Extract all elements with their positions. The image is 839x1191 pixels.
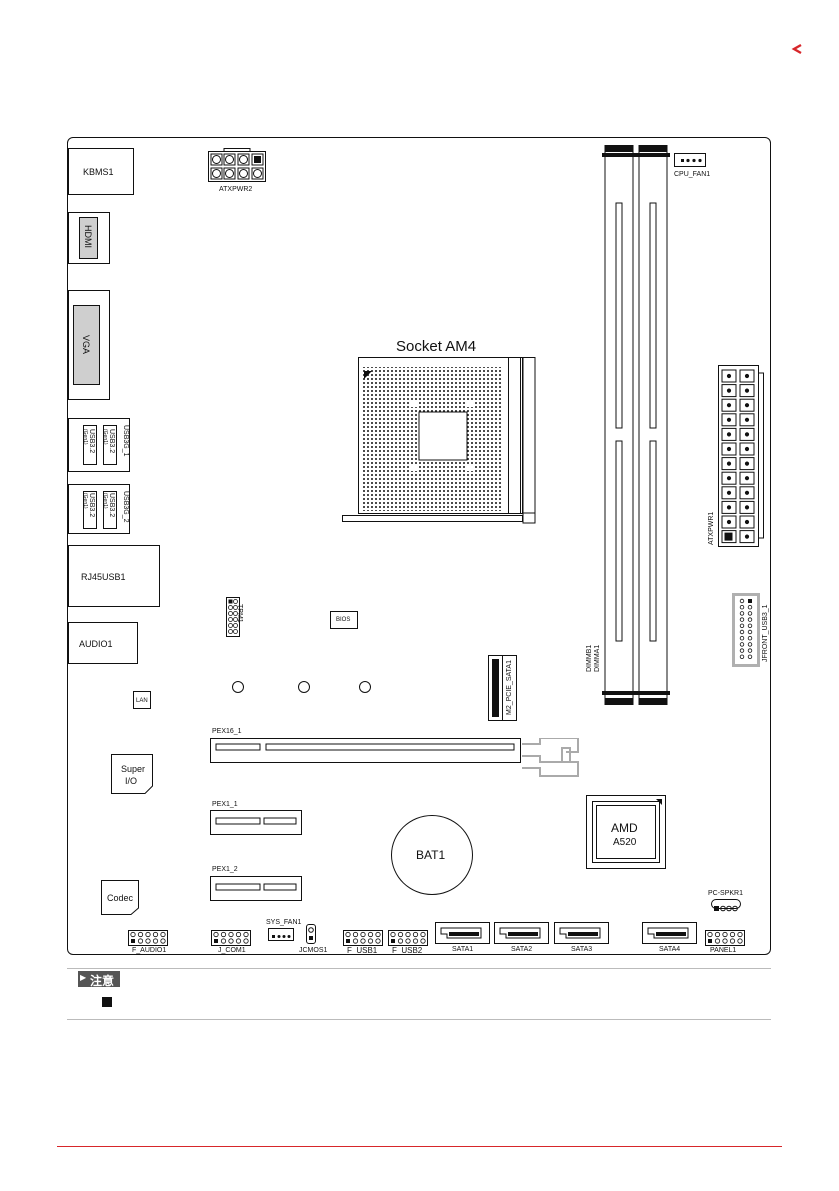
- f-usb2-label: F_USB2: [392, 946, 423, 955]
- dimm-a-label: DIMMA1: [594, 644, 601, 672]
- super-io-label-1: Super: [121, 764, 146, 774]
- square-bullet-icon: [102, 997, 112, 1007]
- back-chevron-icon[interactable]: [790, 42, 804, 56]
- atxpwr2-connector: [208, 148, 266, 182]
- cmos-battery: BAT1: [391, 815, 473, 895]
- j-com-header: [211, 930, 251, 946]
- mounting-hole-1: [232, 681, 244, 693]
- super-io-label-2: I/O: [125, 776, 138, 786]
- f-usb1-header: [343, 930, 383, 946]
- sys-fan-header: [268, 928, 294, 941]
- usb-group-2-label: USB3G_2: [122, 491, 129, 523]
- pcie-x1-slot-2: [210, 876, 302, 902]
- j-com-label: J_COM1: [218, 947, 246, 954]
- f-usb1-label: F_USB1: [347, 946, 378, 955]
- lan-chip: LAN: [133, 691, 151, 709]
- pcie-x16-slot: [210, 737, 590, 778]
- sata3-label: SATA3: [571, 946, 593, 953]
- vga-port: VGA: [68, 290, 110, 400]
- m2-label: M2_PCIE_SATA1: [506, 660, 513, 715]
- lan-label: LAN: [136, 698, 148, 704]
- usb-a1-sub: (Gen1): [82, 429, 88, 445]
- f-usb2-header: [388, 930, 428, 946]
- panel-header: [705, 930, 745, 946]
- mounting-hole-3: [359, 681, 371, 693]
- m2-slot: M2_PCIE_SATA1: [488, 655, 518, 721]
- usb-b2-sub: (Gen1): [102, 493, 108, 509]
- sata1-label: SATA1: [452, 946, 474, 953]
- atxpwr2-label: ATXPWR2: [219, 186, 253, 193]
- audio-port: AUDIO1: [68, 622, 138, 664]
- usb-b1-sub: (Gen1): [82, 493, 88, 509]
- usb-group-2: USB3.2 (Gen1) USB3.2 (Gen1) USB3G_2: [68, 484, 130, 534]
- pex1-2-label: PEX1_2: [212, 866, 238, 873]
- tpm-label: TPM1: [236, 604, 243, 623]
- chipset-brand: AMD: [611, 821, 638, 835]
- socket-label: Socket AM4: [396, 338, 477, 355]
- cpu-socket: [342, 357, 540, 525]
- footer-rule: [57, 1146, 782, 1147]
- rj45-label: RJ45USB1: [81, 572, 126, 582]
- battery-label: BAT1: [416, 848, 446, 862]
- chipset: AMD A520: [586, 795, 666, 869]
- jfront-usb3-header: [732, 593, 760, 667]
- jfront-label: JFRONT_USB3_1: [762, 604, 769, 662]
- hdmi-label: HDMI: [83, 225, 93, 248]
- super-io-chip: Super I/O: [111, 754, 153, 794]
- pcie-x1-slot-1: [210, 810, 302, 836]
- chipset-model: A520: [613, 837, 637, 848]
- sata1-port: [435, 922, 490, 944]
- tpm-header: [226, 597, 240, 637]
- pc-speaker-header: [711, 899, 741, 912]
- sata4-label: SATA4: [659, 946, 681, 953]
- jcmos-label: JCMOS1: [299, 947, 328, 954]
- dimm-b-label: DIMMB1: [586, 644, 593, 672]
- sys-fan-label: SYS_FAN1: [266, 919, 302, 926]
- usb-group-1: USB3.2 (Gen1) USB3.2 (Gen1) USB3G_1: [68, 418, 130, 472]
- kbms-label: KBMS1: [83, 167, 114, 177]
- note-arrow-icon: ▶: [80, 973, 87, 982]
- codec-label: Codec: [107, 893, 134, 903]
- note-title-badge: ▶ 注意: [78, 971, 120, 988]
- sata2-port: [494, 922, 549, 944]
- f-audio-header: [128, 930, 168, 946]
- motherboard-outline: [67, 137, 771, 955]
- sata4-port: [642, 922, 697, 944]
- mounting-hole-2: [298, 681, 310, 693]
- pex16-label: PEX16_1: [212, 728, 242, 735]
- usb-group-1-label: USB3G_1: [122, 425, 129, 457]
- rj45-usb-port: RJ45USB1: [68, 545, 160, 607]
- sata2-label: SATA2: [511, 946, 533, 953]
- audio-label: AUDIO1: [79, 639, 113, 649]
- hdmi-port: HDMI: [68, 212, 110, 264]
- cpu-fan-label: CPU_FAN1: [674, 171, 711, 178]
- sata3-port: [554, 922, 609, 944]
- atxpwr1-label: ATXPWR1: [708, 511, 715, 545]
- usb-a2-sub: (Gen1): [102, 429, 108, 445]
- bios-label: BIOS: [336, 617, 351, 623]
- atxpwr1-connector: [718, 365, 766, 547]
- pc-spkr-label: PC-SPKR1: [708, 890, 744, 897]
- note-bottom-rule: [67, 1019, 771, 1020]
- jcmos-jumper: [306, 924, 316, 944]
- note-title: 注意: [90, 974, 115, 988]
- codec-chip: Codec: [101, 880, 139, 915]
- f-audio-label: F_AUDIO1: [132, 947, 167, 954]
- panel-label: PANEL1: [710, 947, 737, 954]
- dimm-slots: [600, 145, 672, 705]
- note-top-rule: [67, 968, 771, 969]
- bios-chip: BIOS: [330, 611, 358, 629]
- cpu-fan-header: [674, 153, 706, 167]
- pex1-1-label: PEX1_1: [212, 801, 238, 808]
- vga-label: VGA: [81, 335, 91, 355]
- kbms-port: KBMS1: [68, 148, 134, 195]
